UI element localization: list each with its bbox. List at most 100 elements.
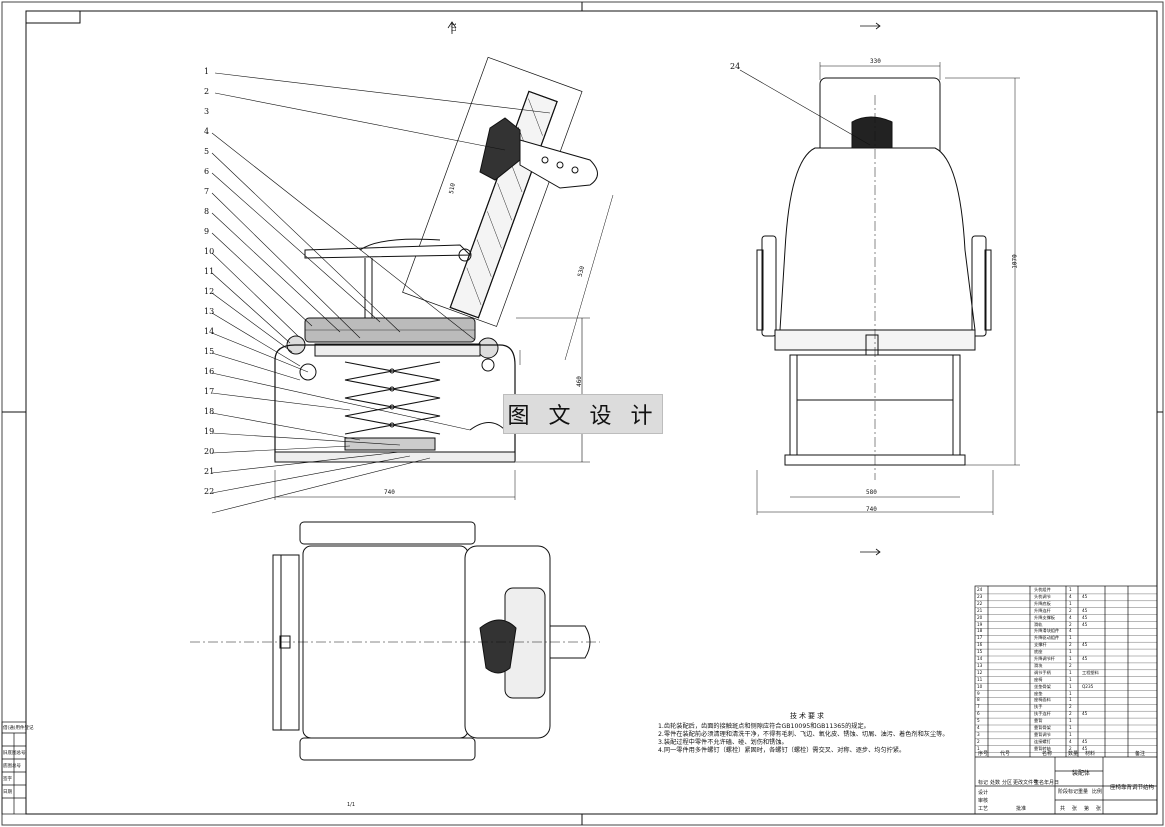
tech-requirements-title: 技术要求 bbox=[790, 712, 826, 720]
bom-cell-name: 滑块 bbox=[1034, 662, 1043, 668]
bom-cell-name: 靠背骨架 bbox=[1034, 725, 1051, 730]
bom-header-name: 名称 bbox=[1042, 751, 1053, 757]
balloon-7: 7 bbox=[204, 187, 210, 196]
left-strip-4: 日期 bbox=[3, 790, 12, 795]
bom-cell-mat: 45 bbox=[1082, 607, 1088, 613]
bom-cell-name: 支撑杆 bbox=[1034, 642, 1047, 648]
bom-cell-no: 20 bbox=[977, 614, 983, 620]
bom-cell-qty: 1 bbox=[1069, 669, 1072, 675]
bom-cell-mat: 45 bbox=[1082, 656, 1088, 661]
balloon-8: 8 bbox=[204, 207, 210, 216]
bom-cell-qty: 1 bbox=[1069, 587, 1072, 592]
dim-front-top: 330 bbox=[870, 58, 881, 65]
balloon-12: 12 bbox=[204, 287, 215, 296]
watermark: 图 文 设 计 bbox=[503, 394, 663, 434]
bom-cell-no: 12 bbox=[977, 669, 983, 675]
balloon-16: 16 bbox=[204, 367, 215, 376]
bom-cell-no: 3 bbox=[977, 731, 980, 737]
bom-cell-qty: 4 bbox=[1069, 593, 1072, 599]
bom-cell-no: 1 bbox=[977, 745, 980, 751]
bom-cell-mat: 45 bbox=[1082, 614, 1088, 620]
front-view bbox=[739, 62, 1020, 515]
bom-cell-name: 扶手连杆 bbox=[1034, 711, 1051, 717]
tb-role-process: 工艺 bbox=[978, 806, 989, 812]
bom-cell-qty: 1 bbox=[1069, 690, 1072, 696]
bom-cell-name: 靠背 bbox=[1034, 718, 1043, 724]
bom-cell-mat: 45 bbox=[1082, 711, 1088, 717]
tb-row-file: 更改文件号 bbox=[1013, 780, 1039, 786]
tb-row-date: 年月日 bbox=[1044, 780, 1060, 786]
page-mark-top: 1/1 bbox=[449, 22, 457, 33]
balloon-22: 22 bbox=[204, 487, 215, 496]
bom-cell-mat: Q235 bbox=[1082, 683, 1094, 689]
bom-cell-qty: 1 bbox=[1069, 697, 1072, 703]
balloon-20: 20 bbox=[204, 447, 215, 456]
dim-front-inner: 580 bbox=[866, 489, 877, 496]
bom-cell-no: 22 bbox=[977, 600, 983, 606]
bom-cell-name: 坐垫骨架 bbox=[1034, 683, 1051, 689]
bom-cell-mat: 工程塑料 bbox=[1082, 669, 1099, 675]
bom-cell-name: 升降滑块组件 bbox=[1034, 628, 1060, 634]
balloon-19: 19 bbox=[204, 427, 215, 436]
bom-cell-name: 升降调节杆 bbox=[1034, 656, 1055, 661]
bom-cell-no: 10 bbox=[977, 683, 983, 689]
dim-front-height: 1070 bbox=[1011, 254, 1019, 269]
bom-cell-qty: 1 bbox=[1069, 635, 1072, 641]
tb-row-zone: 分区 bbox=[1002, 780, 1013, 786]
bom-cell-name: 底座 bbox=[1034, 649, 1043, 655]
balloon-1: 1 bbox=[204, 67, 210, 76]
balloon-15: 15 bbox=[204, 347, 215, 356]
bom-cell-qty: 1 bbox=[1069, 683, 1072, 689]
page-mark-bottom: 1/1 bbox=[347, 802, 356, 808]
bom-cell-name: 头枕调节 bbox=[1034, 593, 1051, 599]
left-strip-0: 借(通)用件登记 bbox=[3, 726, 34, 731]
left-strip-1: 旧底图总号 bbox=[3, 751, 26, 756]
top-view bbox=[190, 521, 600, 761]
balloon-4: 4 bbox=[204, 127, 210, 136]
bom-cell-qty: 1 bbox=[1069, 649, 1072, 655]
tech-item-3: 3.装配过程中零件不允许磕、碰、划伤和锈蚀。 bbox=[658, 739, 788, 746]
balloon-17: 17 bbox=[204, 387, 215, 396]
bom-cell-mat: 45 bbox=[1082, 738, 1088, 744]
bom-cell-qty: 2 bbox=[1069, 621, 1072, 627]
bom-cell-qty: 4 bbox=[1069, 614, 1072, 620]
bom-cell-no: 4 bbox=[977, 725, 980, 730]
bom-cell-no: 15 bbox=[977, 649, 983, 655]
left-strip-2: 底图总号 bbox=[3, 764, 21, 769]
bom-cell-name: 靠背转轴 bbox=[1034, 745, 1051, 751]
tb-role-review: 审核 bbox=[978, 798, 989, 804]
bom-cell-no: 23 bbox=[977, 593, 983, 599]
bom-cell-name: 座垫 bbox=[1034, 690, 1043, 696]
bom-cell-qty: 2 bbox=[1069, 745, 1072, 751]
bom-header-no: 序号 bbox=[978, 751, 989, 757]
bom-cell-qty: 1 bbox=[1069, 600, 1072, 606]
bom-cell-no: 11 bbox=[977, 676, 983, 682]
bom-cell-name: 连接螺钉 bbox=[1034, 738, 1051, 744]
bom-header-mat: 材料 bbox=[1085, 751, 1096, 757]
bom-cell-name: 滑轨 bbox=[1034, 621, 1043, 627]
bom-cell-no: 8 bbox=[977, 697, 980, 703]
bom-cell-no: 9 bbox=[977, 690, 980, 696]
tb-scale: 比例 bbox=[1092, 789, 1103, 795]
dim-front-outer: 740 bbox=[866, 506, 877, 513]
bom-cell-name: 调节手柄 bbox=[1034, 669, 1051, 675]
title-block bbox=[1, 585, 1158, 815]
tb-sheet-unit2: 张 bbox=[1096, 806, 1102, 812]
bom-cell-no: 14 bbox=[977, 656, 983, 661]
bom-cell-mat: 45 bbox=[1082, 593, 1088, 599]
bom-cell-mat: 45 bbox=[1082, 621, 1088, 627]
tb-row-mark: 标记 bbox=[978, 780, 989, 786]
balloon-2: 2 bbox=[204, 87, 210, 96]
tech-requirements: 技术要求 1.齿轮装配后，齿面的接触斑点和侧隙应符合GB10095和GB1136… bbox=[658, 712, 958, 755]
bom-cell-qty: 1 bbox=[1069, 676, 1072, 682]
balloon-18: 18 bbox=[204, 407, 215, 416]
bom-cell-name: 扶手 bbox=[1034, 704, 1043, 710]
bom-cell-name: 升降底板 bbox=[1034, 600, 1051, 606]
tech-item-4: 4.同一零件用多件螺钉（螺栓）紧固时，各螺钉（螺栓）需交叉、对称、逐步、均匀拧紧… bbox=[658, 747, 906, 754]
bom-cell-no: 18 bbox=[977, 628, 983, 634]
bom-cell-mat: 45 bbox=[1082, 642, 1088, 648]
tech-item-2: 2.零件在装配前必须清理和清洗干净，不得有毛刺、飞边、氧化皮、锈蚀、切屑、油污、… bbox=[658, 731, 949, 738]
dim-side-width: 740 bbox=[384, 489, 395, 496]
bom-cell-qty: 1 bbox=[1069, 731, 1072, 737]
